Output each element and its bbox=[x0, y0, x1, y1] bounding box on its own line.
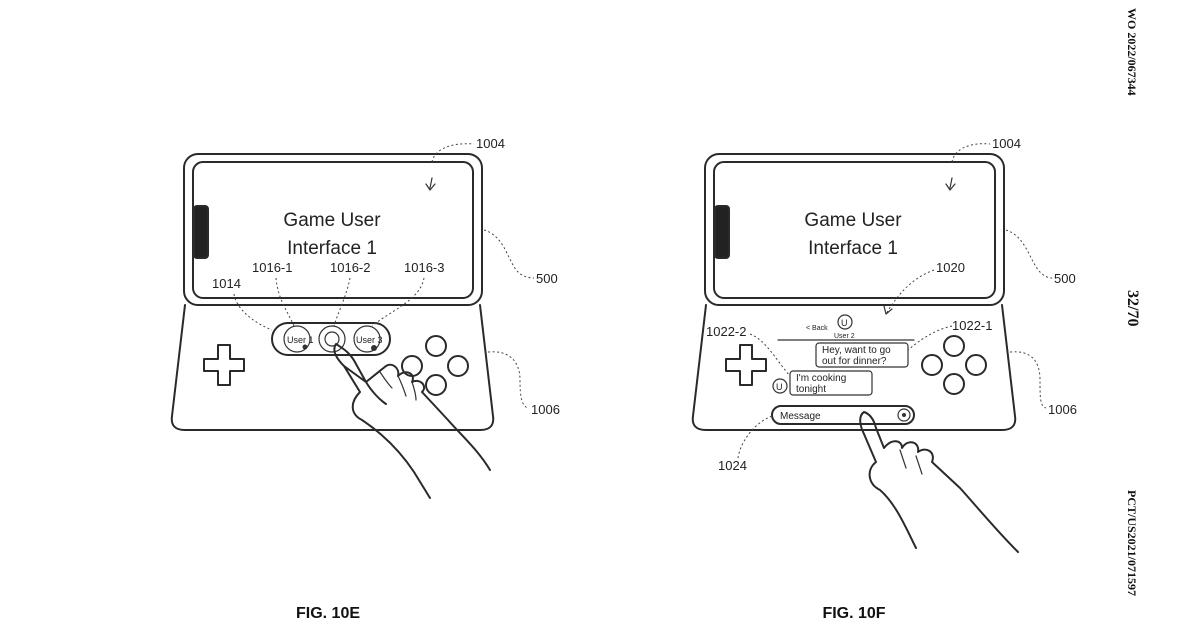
leader-1016-2 bbox=[333, 277, 351, 327]
leader-1016-1 bbox=[275, 277, 295, 327]
ref-1020: 1020 bbox=[936, 260, 965, 275]
arrow-icon bbox=[425, 177, 436, 191]
face-button-bottom-icon bbox=[943, 373, 965, 395]
ref-1004: 1004 bbox=[992, 136, 1021, 151]
leader-1006 bbox=[487, 351, 529, 409]
sheet-number: 32/70 bbox=[1124, 290, 1141, 326]
leader-1022-2 bbox=[749, 333, 791, 377]
leader-1004 bbox=[431, 143, 475, 163]
face-button-left-icon bbox=[921, 354, 943, 376]
user-button-3-label: User 3 bbox=[356, 335, 383, 345]
user-button-3 bbox=[353, 325, 381, 353]
ref-500: 500 bbox=[536, 271, 558, 286]
leader-1024 bbox=[737, 415, 773, 459]
leader-500 bbox=[483, 229, 535, 279]
leader-1016-3 bbox=[371, 277, 425, 327]
finger-lines-icon bbox=[379, 371, 417, 401]
message-input[interactable] bbox=[771, 405, 915, 425]
dpad-icon bbox=[203, 344, 245, 386]
user-button-2 bbox=[318, 325, 346, 353]
ref-1004: 1004 bbox=[476, 136, 505, 151]
face-button-bottom-icon bbox=[425, 374, 447, 396]
arrow-icon bbox=[945, 177, 956, 191]
ref-1006: 1006 bbox=[531, 402, 560, 417]
user-button-1-label: User 1 bbox=[287, 335, 314, 345]
application-number: PCT/US2021/071597 bbox=[1125, 490, 1139, 596]
ref-1022-2: 1022-2 bbox=[706, 324, 746, 339]
publication-number: WO 2022/067344 bbox=[1125, 8, 1139, 96]
leader-1022-1 bbox=[907, 325, 953, 351]
reply-message-bubble bbox=[789, 370, 873, 396]
camera-notch bbox=[714, 205, 730, 259]
user-selection-strip bbox=[271, 322, 391, 356]
controller-body bbox=[170, 304, 495, 431]
ref-1016-1: 1016-1 bbox=[252, 260, 292, 275]
camera-notch bbox=[193, 205, 209, 259]
reply-message-line2: tonight bbox=[796, 384, 826, 395]
screen-title-line2: Interface 1 bbox=[287, 238, 377, 259]
message-input-placeholder: Message bbox=[780, 411, 821, 422]
dpad-icon bbox=[725, 344, 767, 386]
screen-title-line1: Game User bbox=[804, 210, 902, 231]
arrowhead-icon bbox=[883, 305, 893, 315]
controller-body bbox=[691, 304, 1017, 431]
chat-user-avatar bbox=[837, 314, 853, 330]
chat-user-avatar-letter: U bbox=[841, 318, 848, 328]
reply-avatar bbox=[772, 378, 788, 394]
reply-message-line1: I'm cooking bbox=[796, 373, 846, 384]
face-button-top-icon bbox=[425, 335, 447, 357]
user-button-1 bbox=[283, 325, 311, 353]
user-avatar-icon bbox=[324, 331, 340, 347]
leader-1020 bbox=[885, 269, 935, 315]
face-button-right-icon bbox=[447, 355, 469, 377]
leader-1006 bbox=[1009, 351, 1047, 409]
figure-caption: FIG. 10F bbox=[822, 605, 885, 622]
hand-icon bbox=[859, 411, 1019, 553]
figure-caption: FIG. 10E bbox=[296, 605, 360, 622]
screen-title-line1: Game User bbox=[283, 210, 381, 231]
incoming-message-bubble bbox=[815, 342, 909, 368]
chat-back-button[interactable]: < Back bbox=[806, 325, 828, 332]
reply-avatar-letter: U bbox=[776, 382, 783, 392]
figure-10f: Game User Interface 1 < Back U User 2 He… bbox=[691, 136, 1077, 622]
finger-lines-icon bbox=[899, 449, 923, 475]
ref-1006: 1006 bbox=[1048, 402, 1077, 417]
face-button-right-icon bbox=[965, 354, 987, 376]
device-frame bbox=[704, 153, 1005, 306]
send-icon bbox=[902, 413, 906, 417]
status-dot-icon bbox=[371, 345, 377, 351]
ref-1024: 1024 bbox=[718, 458, 747, 473]
chat-user-name: User 2 bbox=[834, 333, 855, 340]
ref-1014: 1014 bbox=[212, 276, 241, 291]
leader-1014 bbox=[233, 293, 273, 331]
ref-1016-3: 1016-3 bbox=[404, 260, 444, 275]
incoming-message-line2: out for dinner? bbox=[822, 356, 887, 367]
status-dot-icon bbox=[302, 344, 308, 350]
send-button[interactable] bbox=[897, 408, 911, 422]
ref-1022-1: 1022-1 bbox=[952, 318, 992, 333]
screen-title-line2: Interface 1 bbox=[808, 238, 898, 259]
leader-1004 bbox=[951, 143, 991, 163]
ref-500: 500 bbox=[1054, 271, 1076, 286]
device-frame bbox=[183, 153, 483, 306]
face-button-top-icon bbox=[943, 335, 965, 357]
ref-1016-2: 1016-2 bbox=[330, 260, 370, 275]
incoming-message-line1: Hey, want to go bbox=[822, 345, 891, 356]
figure-10e: Game User Interface 1 User 1 User 3 1004… bbox=[170, 136, 560, 622]
hand-icon bbox=[333, 343, 491, 499]
leader-500 bbox=[1005, 229, 1053, 279]
